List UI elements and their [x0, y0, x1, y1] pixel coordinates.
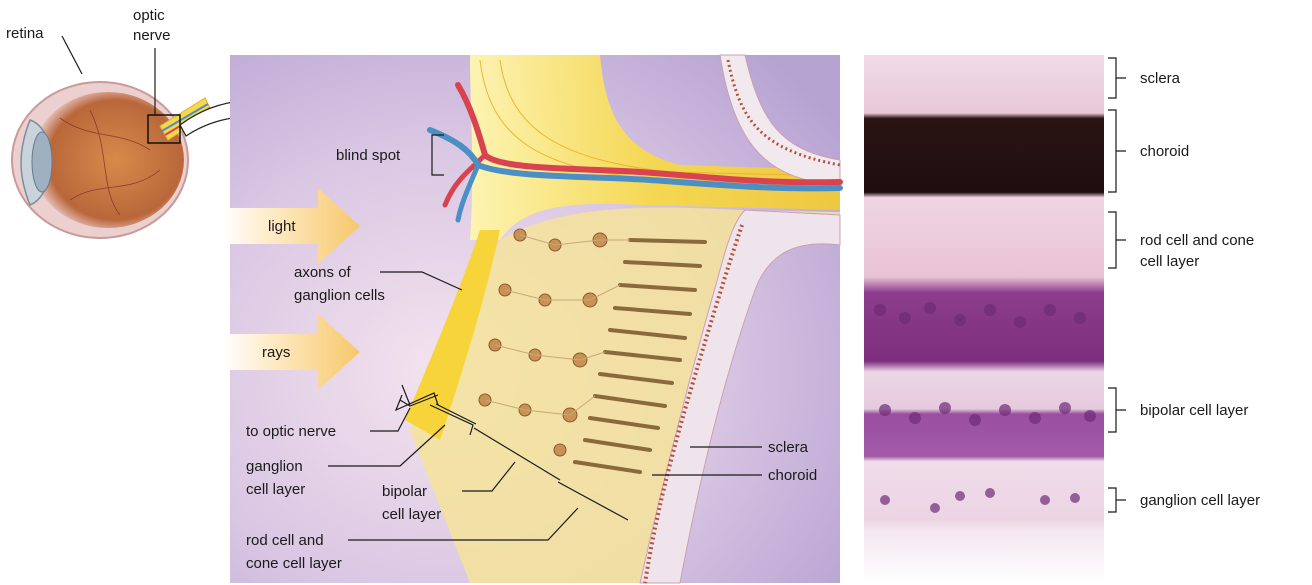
micro-rodcone-label-line1: rod cell and cone	[1140, 232, 1254, 249]
micro-bipolar-label: bipolar cell layer	[1140, 402, 1248, 419]
retina-leader	[62, 36, 82, 74]
optic-nerve-label-line1: optic	[133, 7, 165, 24]
retina-label: retina	[6, 25, 44, 42]
blind-spot-label: blind spot	[336, 147, 401, 164]
micro-choroid-bracket	[1108, 110, 1126, 192]
rays-label: rays	[262, 344, 290, 361]
eyeball-illustration	[12, 82, 212, 238]
micro-rodcone-label-line2: cell layer	[1140, 253, 1199, 270]
choroid-label: choroid	[768, 467, 817, 484]
rodcone-label-line1: rod cell and	[246, 532, 324, 549]
light-label: light	[268, 218, 296, 235]
micro-rodcone-bracket	[1108, 212, 1126, 268]
bipolar-label-line2: cell layer	[382, 506, 441, 523]
axons-label-line2: ganglion cells	[294, 287, 385, 304]
rodcone-label-line2: cone cell layer	[246, 555, 342, 572]
micro-choroid-label: choroid	[1140, 143, 1189, 160]
to-optic-nerve-label: to optic nerve	[246, 423, 336, 440]
bipolar-label-line1: bipolar	[382, 483, 427, 500]
micro-bipolar-bracket	[1108, 388, 1126, 432]
sclera-label: sclera	[768, 439, 809, 456]
ganglion-label-line1: ganglion	[246, 458, 303, 475]
micro-sclera-label: sclera	[1140, 70, 1181, 87]
axons-label-line1: axons of	[294, 264, 352, 281]
optic-nerve-label-line2: nerve	[133, 27, 171, 44]
micro-sclera-bracket	[1108, 58, 1126, 98]
micro-ganglion-label: ganglion cell layer	[1140, 492, 1260, 509]
ganglion-label-line2: cell layer	[246, 481, 305, 498]
micro-ganglion-bracket	[1108, 488, 1126, 512]
